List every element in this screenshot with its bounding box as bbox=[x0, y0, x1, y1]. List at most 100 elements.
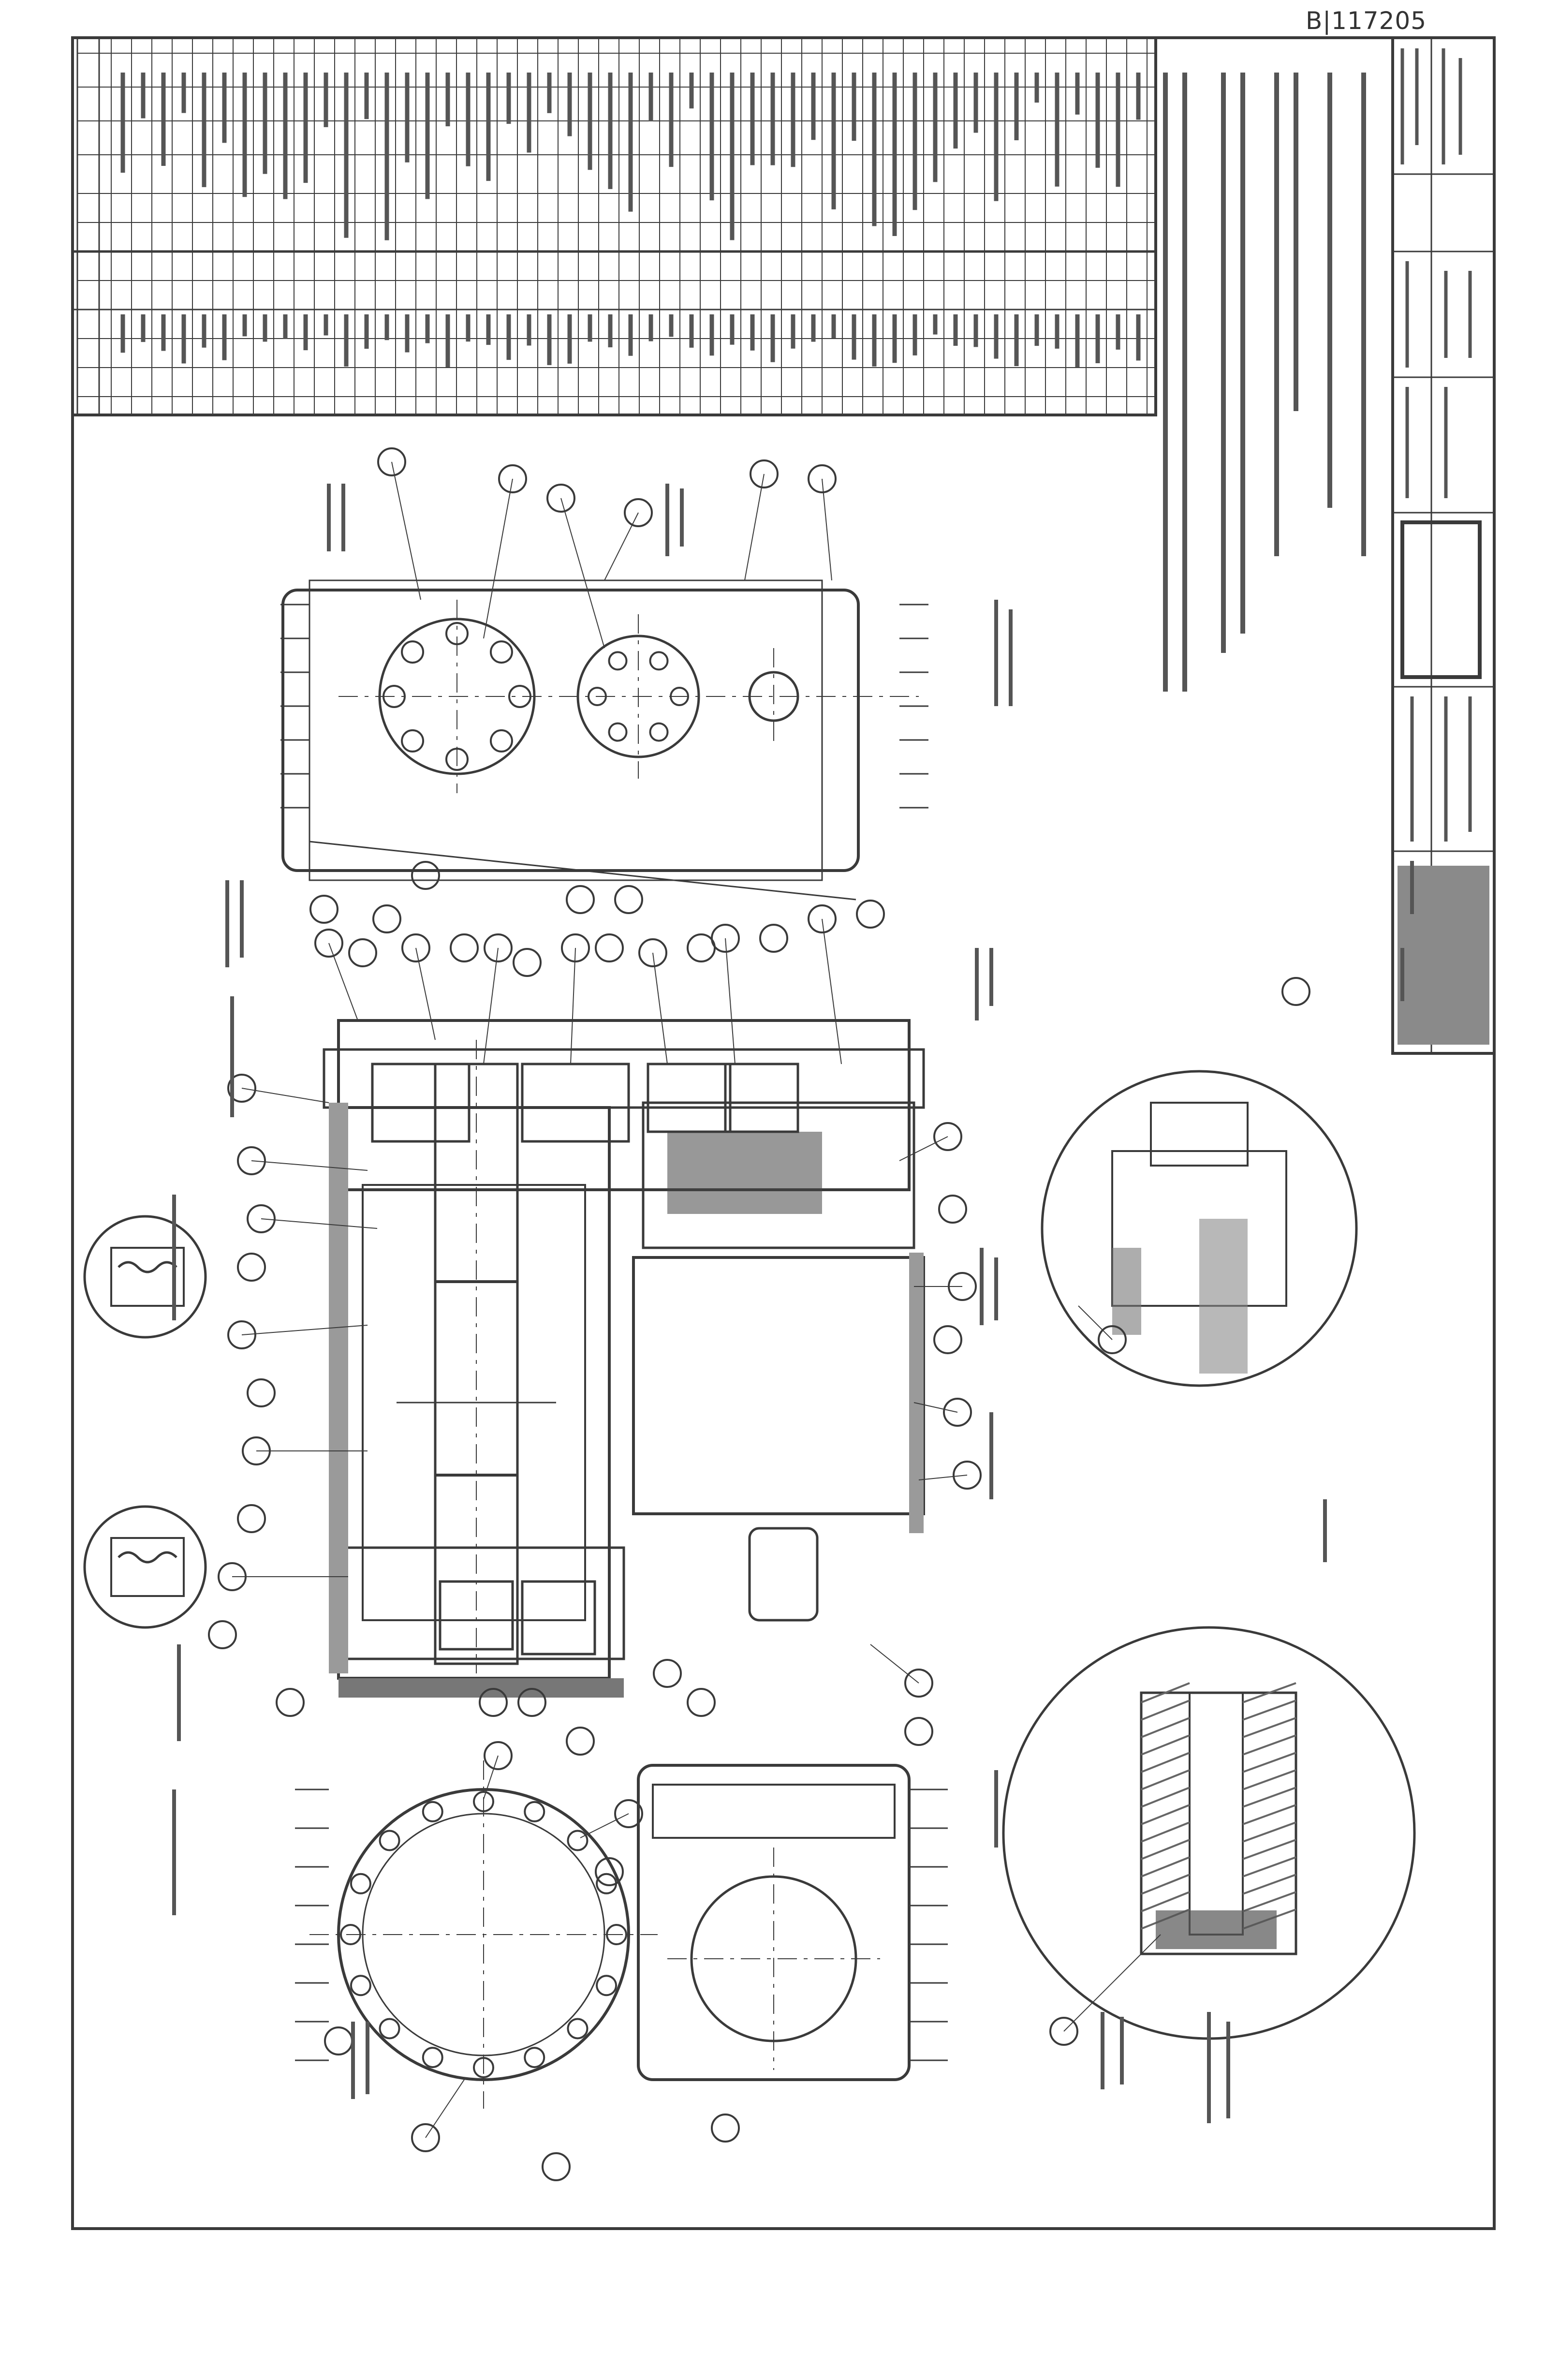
item-balloon bbox=[372, 904, 401, 933]
bolt-hole bbox=[489, 729, 513, 753]
item-balloon bbox=[309, 895, 338, 924]
leader-line bbox=[261, 1218, 378, 1229]
leader-line bbox=[560, 498, 605, 649]
title-block bbox=[1391, 36, 1496, 1055]
section-hatch bbox=[1242, 1700, 1296, 1721]
leader-line bbox=[1078, 1305, 1113, 1340]
detail-view-lower-right bbox=[1002, 1626, 1416, 2040]
item-balloon bbox=[711, 2114, 740, 2143]
leader-line bbox=[822, 918, 842, 1064]
bolt-hole bbox=[608, 722, 628, 742]
plan-view-bottom bbox=[295, 1760, 948, 2109]
item-balloon bbox=[1098, 1325, 1127, 1354]
flange-bolt-hole bbox=[379, 1830, 400, 1851]
plan-view-top bbox=[280, 579, 928, 901]
item-balloon bbox=[687, 1688, 716, 1717]
section-hatch bbox=[1242, 1787, 1296, 1808]
drawing-number: B|117205 bbox=[1306, 7, 1427, 35]
main-section-view bbox=[323, 1019, 925, 1698]
item-balloon bbox=[711, 924, 740, 953]
item-balloon bbox=[943, 1398, 972, 1427]
flange-bolt-hole bbox=[473, 2057, 494, 2078]
item-balloon bbox=[542, 2152, 571, 2181]
flange-bolt-hole bbox=[473, 1791, 494, 1812]
section-hatch bbox=[1141, 1769, 1190, 1790]
item-balloon bbox=[933, 1325, 962, 1354]
item-balloon bbox=[595, 1857, 624, 1886]
section-hatch bbox=[1141, 1734, 1190, 1756]
item-balloon bbox=[227, 1074, 256, 1103]
bolt-hole bbox=[445, 748, 469, 771]
leader-line bbox=[913, 1402, 958, 1413]
item-balloon bbox=[237, 1253, 266, 1282]
flange-bolt-hole bbox=[567, 1830, 589, 1851]
item-balloon bbox=[484, 1741, 513, 1770]
leader-line bbox=[580, 1813, 629, 1838]
item-balloon bbox=[513, 948, 542, 977]
leader-line bbox=[483, 947, 499, 1064]
section-hatch bbox=[1242, 1821, 1296, 1843]
item-balloon bbox=[561, 933, 590, 962]
leader-line bbox=[415, 947, 436, 1040]
company-logo-box bbox=[1400, 520, 1482, 679]
section-hatch bbox=[1242, 1804, 1296, 1825]
detail-view-upper-right bbox=[1041, 1070, 1358, 1387]
leader-line bbox=[391, 461, 421, 600]
annotation-blocks bbox=[172, 484, 1414, 2123]
item-balloon bbox=[227, 1320, 256, 1349]
section-hatch bbox=[1141, 1700, 1190, 1721]
bolt-hole bbox=[401, 640, 425, 664]
item-balloon bbox=[517, 1688, 546, 1717]
item-balloon bbox=[1049, 2017, 1078, 2046]
leader-line bbox=[604, 512, 639, 581]
flange-bolt-hole bbox=[422, 1801, 443, 1822]
item-balloon bbox=[808, 464, 837, 493]
leader-lines bbox=[232, 461, 1161, 2138]
item-balloon bbox=[856, 900, 885, 929]
section-hatch bbox=[1141, 1717, 1190, 1738]
item-balloon bbox=[1281, 977, 1310, 1006]
item-balloon bbox=[314, 929, 343, 958]
item-balloon bbox=[247, 1204, 276, 1233]
leader-line bbox=[251, 1160, 368, 1171]
item-balloon bbox=[276, 1688, 305, 1717]
section-hatch bbox=[1242, 1752, 1296, 1773]
item-balloon bbox=[904, 1717, 933, 1746]
item-balloon bbox=[484, 933, 513, 962]
leader-line bbox=[899, 1136, 948, 1161]
item-balloon bbox=[450, 933, 479, 962]
section-hatch bbox=[1242, 1839, 1296, 1860]
item-balloon bbox=[411, 2123, 440, 2152]
section-hatch bbox=[1141, 1891, 1190, 1912]
item-balloon bbox=[938, 1195, 967, 1224]
section-hatch bbox=[1141, 1752, 1190, 1773]
flange-bolt-hole bbox=[596, 1975, 618, 1996]
flange-bolt-hole bbox=[524, 2047, 545, 2069]
item-balloon bbox=[808, 904, 837, 933]
item-balloon bbox=[638, 938, 667, 967]
item-balloons bbox=[208, 447, 1310, 2181]
bolt-hole bbox=[588, 687, 607, 706]
leader-line bbox=[1063, 1934, 1161, 2032]
item-balloon bbox=[237, 1146, 266, 1175]
item-balloon bbox=[953, 1461, 982, 1490]
section-hatch bbox=[1242, 1856, 1296, 1877]
leader-line bbox=[483, 1755, 499, 1800]
detail-view-left-lower bbox=[83, 1505, 207, 1629]
section-hatch bbox=[1141, 1839, 1190, 1860]
leader-line bbox=[652, 952, 668, 1064]
item-balloon bbox=[324, 2026, 353, 2055]
section-hatch bbox=[1141, 1682, 1190, 1703]
leader-line bbox=[822, 478, 832, 581]
bolt-hole bbox=[401, 729, 425, 753]
section-hatch bbox=[1141, 1787, 1190, 1808]
flange-bolt-hole bbox=[422, 2047, 443, 2069]
item-balloon bbox=[411, 861, 440, 890]
leader-line bbox=[241, 1325, 368, 1335]
item-balloon bbox=[904, 1669, 933, 1698]
flange-bolt-hole bbox=[567, 2018, 589, 2040]
leader-line bbox=[918, 1475, 968, 1480]
item-balloon bbox=[208, 1620, 237, 1649]
item-balloon bbox=[614, 1799, 643, 1828]
